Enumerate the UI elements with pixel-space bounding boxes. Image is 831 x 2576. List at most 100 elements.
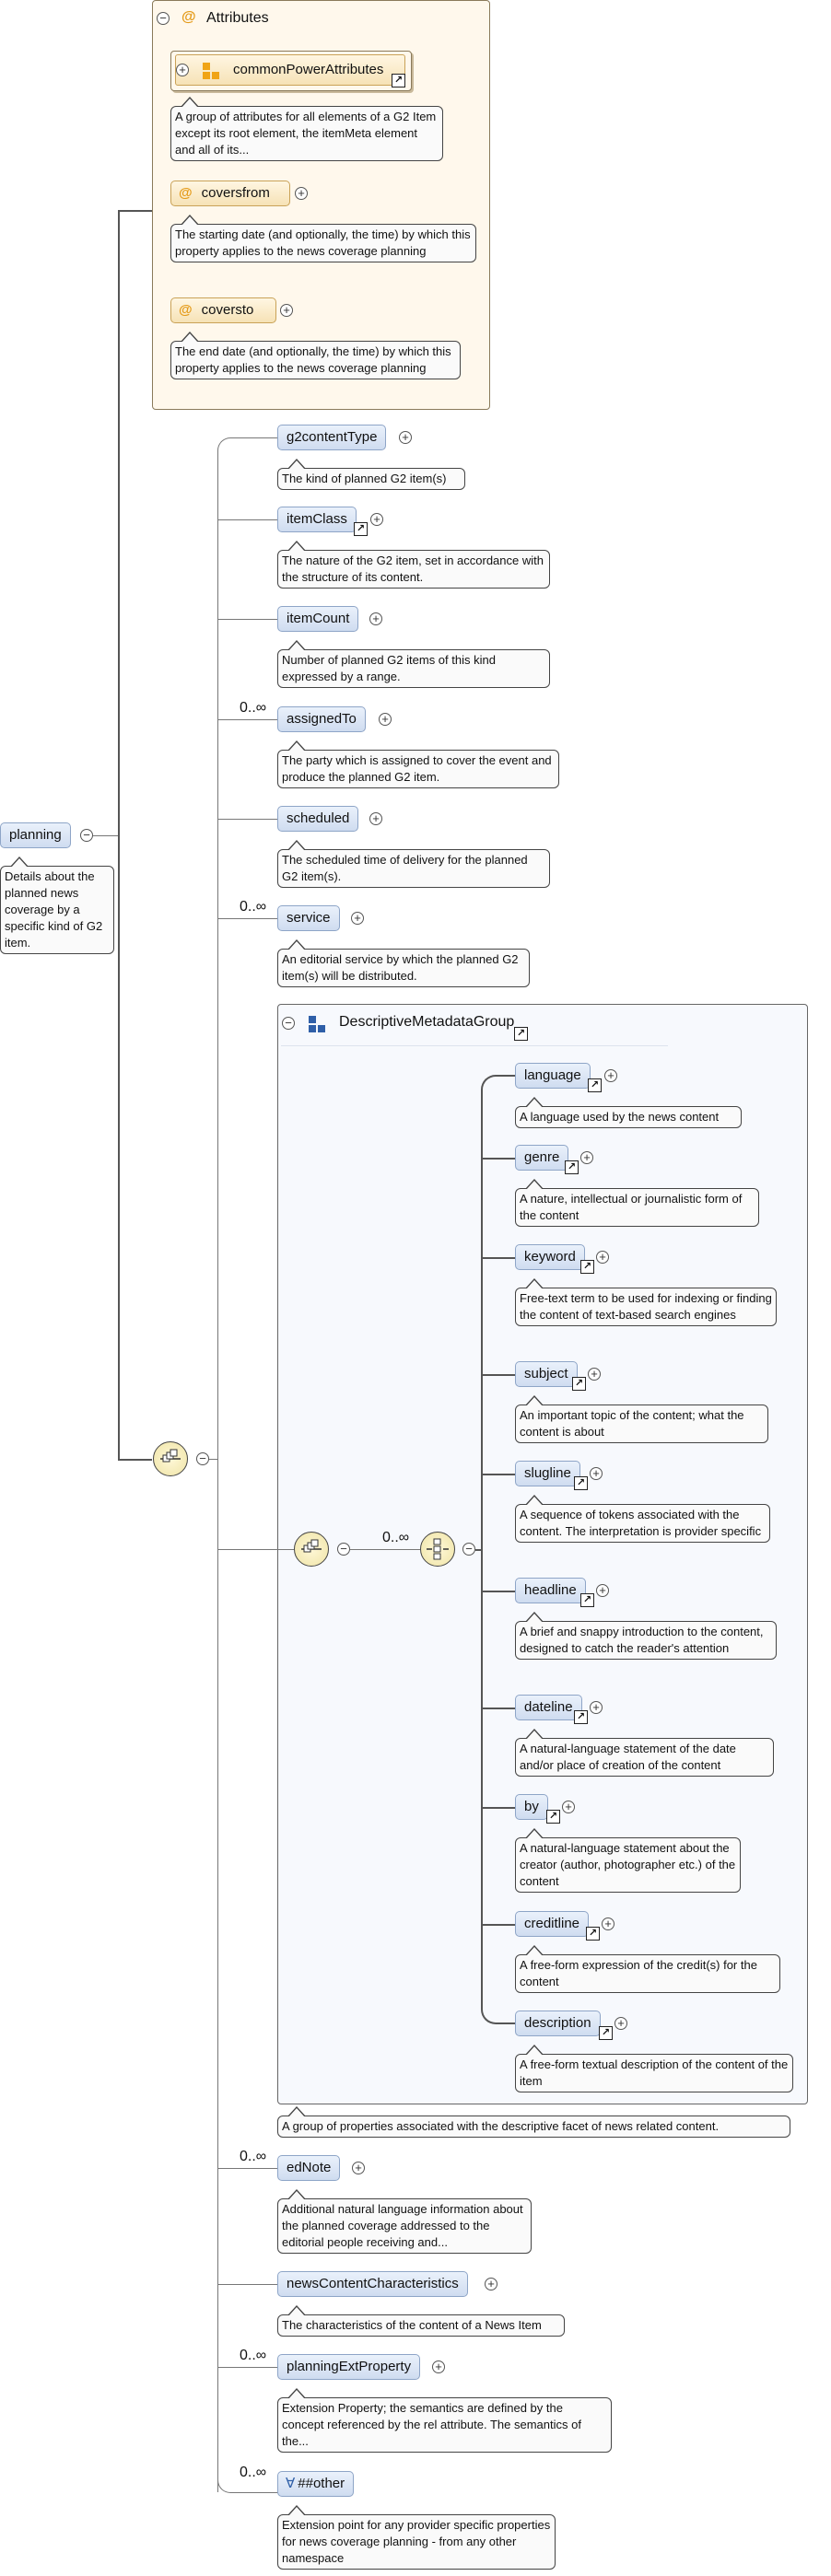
connector [481,1807,515,1809]
element-g2contenttype[interactable]: g2contentType [277,425,387,450]
collapse-icon[interactable]: − [282,1017,295,1030]
expand-icon[interactable]: + [369,612,382,625]
connector [475,1549,482,1551]
collapse-icon[interactable]: − [337,1543,350,1556]
expand-icon[interactable]: + [614,2017,627,2030]
reference-arrow-icon[interactable]: ↗ [354,522,368,536]
reference-arrow-icon[interactable]: ↗ [565,1160,579,1174]
reference-arrow-icon[interactable]: ↗ [514,1027,528,1041]
choice-icon [427,1538,449,1560]
element-annotation: The kind of planned G2 item(s) [277,459,465,490]
expand-icon[interactable]: + [280,304,293,317]
element-slugline[interactable]: slugline [515,1461,580,1486]
expand-icon[interactable]: + [379,713,392,726]
connector [118,210,152,212]
element-annotation: A natural-language statement of the date… [515,1729,774,1777]
connector [217,437,278,453]
expand-icon[interactable]: + [596,1584,609,1597]
connector [481,1257,515,1259]
collapse-icon[interactable]: − [157,12,170,25]
element-language[interactable]: language [515,1063,591,1089]
reference-arrow-icon[interactable]: ↗ [599,2026,613,2040]
element-itemcount[interactable]: itemCount [277,606,359,632]
collapse-icon[interactable]: − [462,1543,475,1556]
cardinality-label: 0..∞ [240,899,267,915]
element-genre[interactable]: genre [515,1145,569,1171]
connector [350,1549,420,1550]
connector [481,1591,515,1592]
connector [217,2477,278,2493]
element-annotation: Number of planned G2 items of this kind … [277,640,550,688]
element-description[interactable]: description [515,2011,601,2036]
element-creditline[interactable]: creditline [515,1911,590,1937]
element-newscontentcharacteristics[interactable]: newsContentCharacteristics [277,2271,468,2297]
element-service[interactable]: service [277,905,340,931]
element-annotation: A language used by the news content [515,1097,742,1128]
expand-icon[interactable]: + [369,812,382,825]
cardinality-label: 0..∞ [382,1530,410,1545]
connector [481,1374,515,1376]
attribute-label: coversto [201,302,254,318]
element-itemclass[interactable]: itemClass [277,507,357,532]
sequence-compositor-icon [153,1441,188,1476]
element-dateline[interactable]: dateline [515,1695,582,1720]
sequence-icon [301,1539,322,1553]
choice-compositor-icon [420,1532,455,1567]
reference-arrow-icon[interactable]: ↗ [572,1377,586,1391]
collapse-icon[interactable]: − [80,829,93,842]
connector [217,619,277,620]
expand-icon[interactable]: + [399,431,412,444]
element-any-other[interactable]: ∀##other [277,2471,355,2497]
root-annotation: Details about the planned news coverage … [0,857,114,954]
element-scheduled[interactable]: scheduled [277,806,359,832]
expand-icon[interactable]: + [562,1801,575,1813]
connector [481,1999,517,2024]
element-keyword[interactable]: keyword [515,1244,585,1270]
expand-icon[interactable]: + [602,1917,614,1930]
element-annotation: A free-form expression of the credit(s) … [515,1945,780,1993]
expand-icon[interactable]: + [432,2360,445,2373]
attribute-coversfrom[interactable]: @coversfrom [170,181,290,206]
reference-arrow-icon[interactable]: ↗ [580,1260,594,1274]
element-annotation: Additional natural language information … [277,2189,532,2254]
element-planningextproperty[interactable]: planningExtProperty [277,2354,421,2380]
group-title: DescriptiveMetadataGroup [339,1014,515,1030]
element-annotation: An editorial service by which the planne… [277,939,530,987]
reference-arrow-icon[interactable]: ↗ [580,1593,594,1607]
reference-arrow-icon[interactable]: ↗ [546,1810,560,1824]
reference-arrow-icon[interactable]: ↗ [586,1927,600,1941]
sequence-icon [160,1449,181,1463]
reference-arrow-icon[interactable]: ↗ [574,1710,588,1724]
at-icon: @ [181,9,196,25]
expand-icon[interactable]: + [352,2162,365,2174]
connector [481,1474,515,1475]
expand-icon[interactable]: + [351,912,364,925]
cardinality-label: 0..∞ [240,700,267,716]
expand-icon[interactable]: + [588,1368,601,1381]
cardinality-label: 0..∞ [240,2149,267,2164]
connector [217,719,277,720]
element-headline[interactable]: headline [515,1578,586,1603]
element-subject[interactable]: subject [515,1361,578,1387]
expand-icon[interactable]: + [176,64,189,76]
expand-icon[interactable]: + [295,187,308,200]
reference-arrow-icon[interactable]: ↗ [588,1078,602,1092]
expand-icon[interactable]: + [604,1069,617,1082]
element-by[interactable]: by [515,1794,548,1820]
attribute-coversto[interactable]: @coversto [170,297,276,323]
reference-arrow-icon[interactable]: ↗ [392,74,405,87]
element-ednote[interactable]: edNote [277,2155,341,2181]
expand-icon[interactable]: + [590,1467,603,1480]
expand-icon[interactable]: + [485,2278,497,2290]
expand-icon[interactable]: + [370,513,383,526]
expand-icon[interactable]: + [590,1701,603,1714]
expand-icon[interactable]: + [580,1151,593,1164]
expand-icon[interactable]: + [596,1251,609,1264]
element-assignedto[interactable]: assignedTo [277,706,366,732]
connector [481,1098,483,2003]
root-element-planning[interactable]: planning [0,822,71,848]
reference-arrow-icon[interactable]: ↗ [574,1476,588,1490]
collapse-icon[interactable]: − [196,1452,209,1465]
connector [217,2168,277,2169]
connector [481,1708,515,1709]
